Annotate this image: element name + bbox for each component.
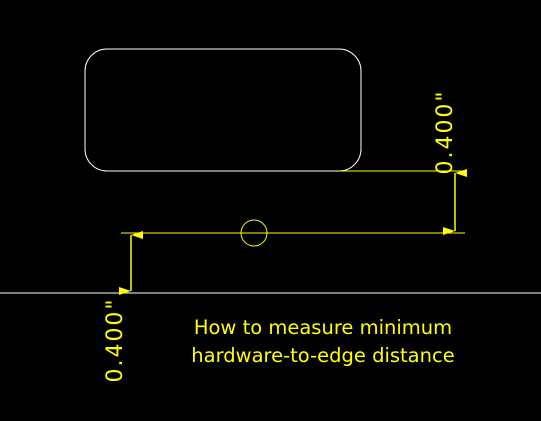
caption-line-1: How to measure minimum (194, 316, 452, 339)
dimension-label-top: 0.400" (433, 89, 458, 174)
mounting-hole (240, 219, 268, 247)
caption-line-2: hardware-to-edge distance (191, 344, 454, 367)
component-outline (84, 48, 362, 172)
dimension-label-bottom: 0.400" (103, 297, 128, 382)
